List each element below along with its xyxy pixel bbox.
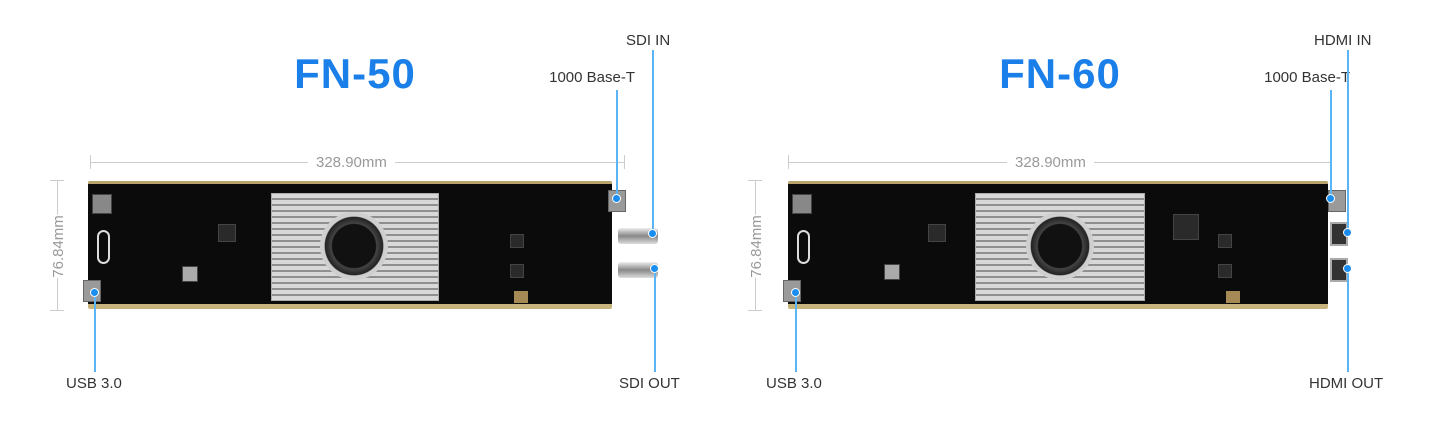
- chip: [510, 234, 524, 248]
- dim-tick: [90, 155, 91, 169]
- callout-dot: [1343, 228, 1352, 237]
- callout-line-usb: [795, 292, 797, 372]
- callout-dot: [90, 288, 99, 297]
- width-dimension-label: 328.90mm: [1007, 154, 1094, 171]
- callout-line-sdi-out: [654, 268, 656, 372]
- chip: [884, 264, 900, 280]
- dim-tick: [748, 180, 762, 181]
- dim-tick: [624, 155, 625, 169]
- callout-dot: [1326, 194, 1335, 203]
- dim-tick: [50, 180, 64, 181]
- callout-dot: [791, 288, 800, 297]
- mount-slot: [97, 230, 110, 264]
- callout-line-ethernet: [1330, 90, 1332, 198]
- dim-tick: [788, 155, 789, 169]
- sd-slot: [792, 194, 812, 214]
- chip: [1218, 264, 1232, 278]
- label-hdmi-in: HDMI IN: [1314, 32, 1372, 49]
- chip: [510, 264, 524, 278]
- product-title: FN-50: [294, 50, 416, 97]
- label-hdmi-out: HDMI OUT: [1309, 375, 1384, 392]
- dim-tick: [50, 310, 64, 311]
- callout-dot: [612, 194, 621, 203]
- product-title: FN-60: [999, 50, 1121, 97]
- label-ethernet: 1000 Base-T: [1264, 69, 1350, 86]
- sd-slot: [92, 194, 112, 214]
- callout-line-sdi-in: [652, 50, 654, 233]
- board-image: [83, 181, 658, 309]
- callout-dot: [1343, 264, 1352, 273]
- label-sdi-in: SDI IN: [626, 32, 671, 49]
- callout-line-hdmi-in: [1347, 50, 1349, 232]
- width-dimension-label: 328.90mm: [308, 154, 395, 171]
- callout-dot: [648, 229, 657, 238]
- chip: [1218, 234, 1232, 248]
- chip: [1173, 214, 1199, 240]
- callout-dot: [650, 264, 659, 273]
- fan: [1026, 212, 1094, 280]
- panel-fn60: FN-60 HDMI IN 1000 Base-T 328.90mm 76.84…: [700, 0, 1420, 448]
- callout-line-usb: [94, 292, 96, 372]
- chip: [218, 224, 236, 242]
- label-usb: USB 3.0: [766, 375, 822, 392]
- dim-tick: [748, 310, 762, 311]
- height-dimension-label: 76.84mm: [743, 215, 769, 278]
- chip: [182, 266, 198, 282]
- callout-line-hdmi-out: [1347, 268, 1349, 372]
- mount-slot: [797, 230, 810, 264]
- label-usb: USB 3.0: [66, 375, 122, 392]
- height-dimension-label: 76.84mm: [45, 215, 71, 278]
- chip: [928, 224, 946, 242]
- fan: [320, 212, 388, 280]
- bnc-connector: [618, 262, 658, 278]
- inductor: [1226, 291, 1240, 303]
- callout-line-ethernet: [616, 90, 618, 198]
- label-ethernet: 1000 Base-T: [549, 69, 635, 86]
- inductor: [514, 291, 528, 303]
- panel-fn50: FN-50 SDI IN 1000 Base-T 328.90mm 76.84m…: [45, 32, 680, 392]
- board-image: [783, 181, 1348, 309]
- label-sdi-out: SDI OUT: [619, 375, 680, 392]
